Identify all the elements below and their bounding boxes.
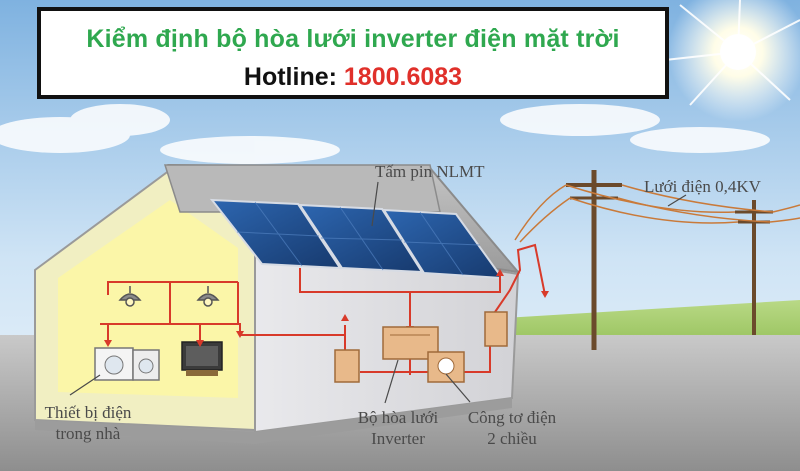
grid-wires bbox=[514, 184, 800, 243]
label-meter-line1: Công tơ điện bbox=[467, 408, 557, 427]
label-grid: Lưới điện 0,4KV bbox=[644, 177, 761, 196]
label-meter: Công tơ điện 2 chiều bbox=[452, 407, 572, 449]
dc-ac-wiring bbox=[100, 243, 546, 375]
hotline-number[interactable]: 1800.6083 bbox=[343, 63, 463, 91]
label-home-devices: Thiết bị điện trong nhà bbox=[28, 402, 148, 444]
banner-title: Kiểm định bộ hòa lưới inverter điện mặt … bbox=[86, 25, 620, 53]
label-home-devices-line1: Thiết bị điện bbox=[44, 403, 132, 422]
hotline-label: Hotline: bbox=[243, 63, 337, 91]
clouds bbox=[0, 104, 770, 164]
ceiling-lamp-icon bbox=[196, 286, 220, 307]
foundation bbox=[35, 398, 512, 444]
label-inverter-line1: Bộ hòa lưới bbox=[357, 408, 439, 427]
distribution-box bbox=[334, 349, 360, 383]
label-meter-line2: 2 chiều bbox=[487, 429, 537, 448]
grid-connection-box bbox=[484, 311, 508, 347]
bidirectional-meter-box bbox=[427, 351, 465, 383]
label-home-devices-line2: trong nhà bbox=[55, 424, 121, 443]
tv-icon bbox=[181, 341, 223, 376]
ceiling-lamp-icon bbox=[118, 286, 142, 307]
dryer-icon bbox=[132, 349, 160, 381]
solar-panels bbox=[209, 198, 505, 280]
label-inverter: Bộ hòa lưới Inverter bbox=[338, 407, 458, 449]
label-solar-panel: Tấm pin NLMT bbox=[375, 162, 485, 181]
label-inverter-line2: Inverter bbox=[371, 429, 425, 448]
hotline: Hotline: 1800.6083 bbox=[41, 63, 665, 92]
washing-machine-icon bbox=[94, 347, 134, 381]
callout-lines bbox=[69, 181, 687, 404]
wire-arrows bbox=[104, 269, 549, 347]
title-banner: Kiểm định bộ hòa lưới inverter điện mặt … bbox=[37, 7, 669, 99]
inverter-box bbox=[382, 326, 439, 360]
sun-icon bbox=[664, 0, 800, 122]
